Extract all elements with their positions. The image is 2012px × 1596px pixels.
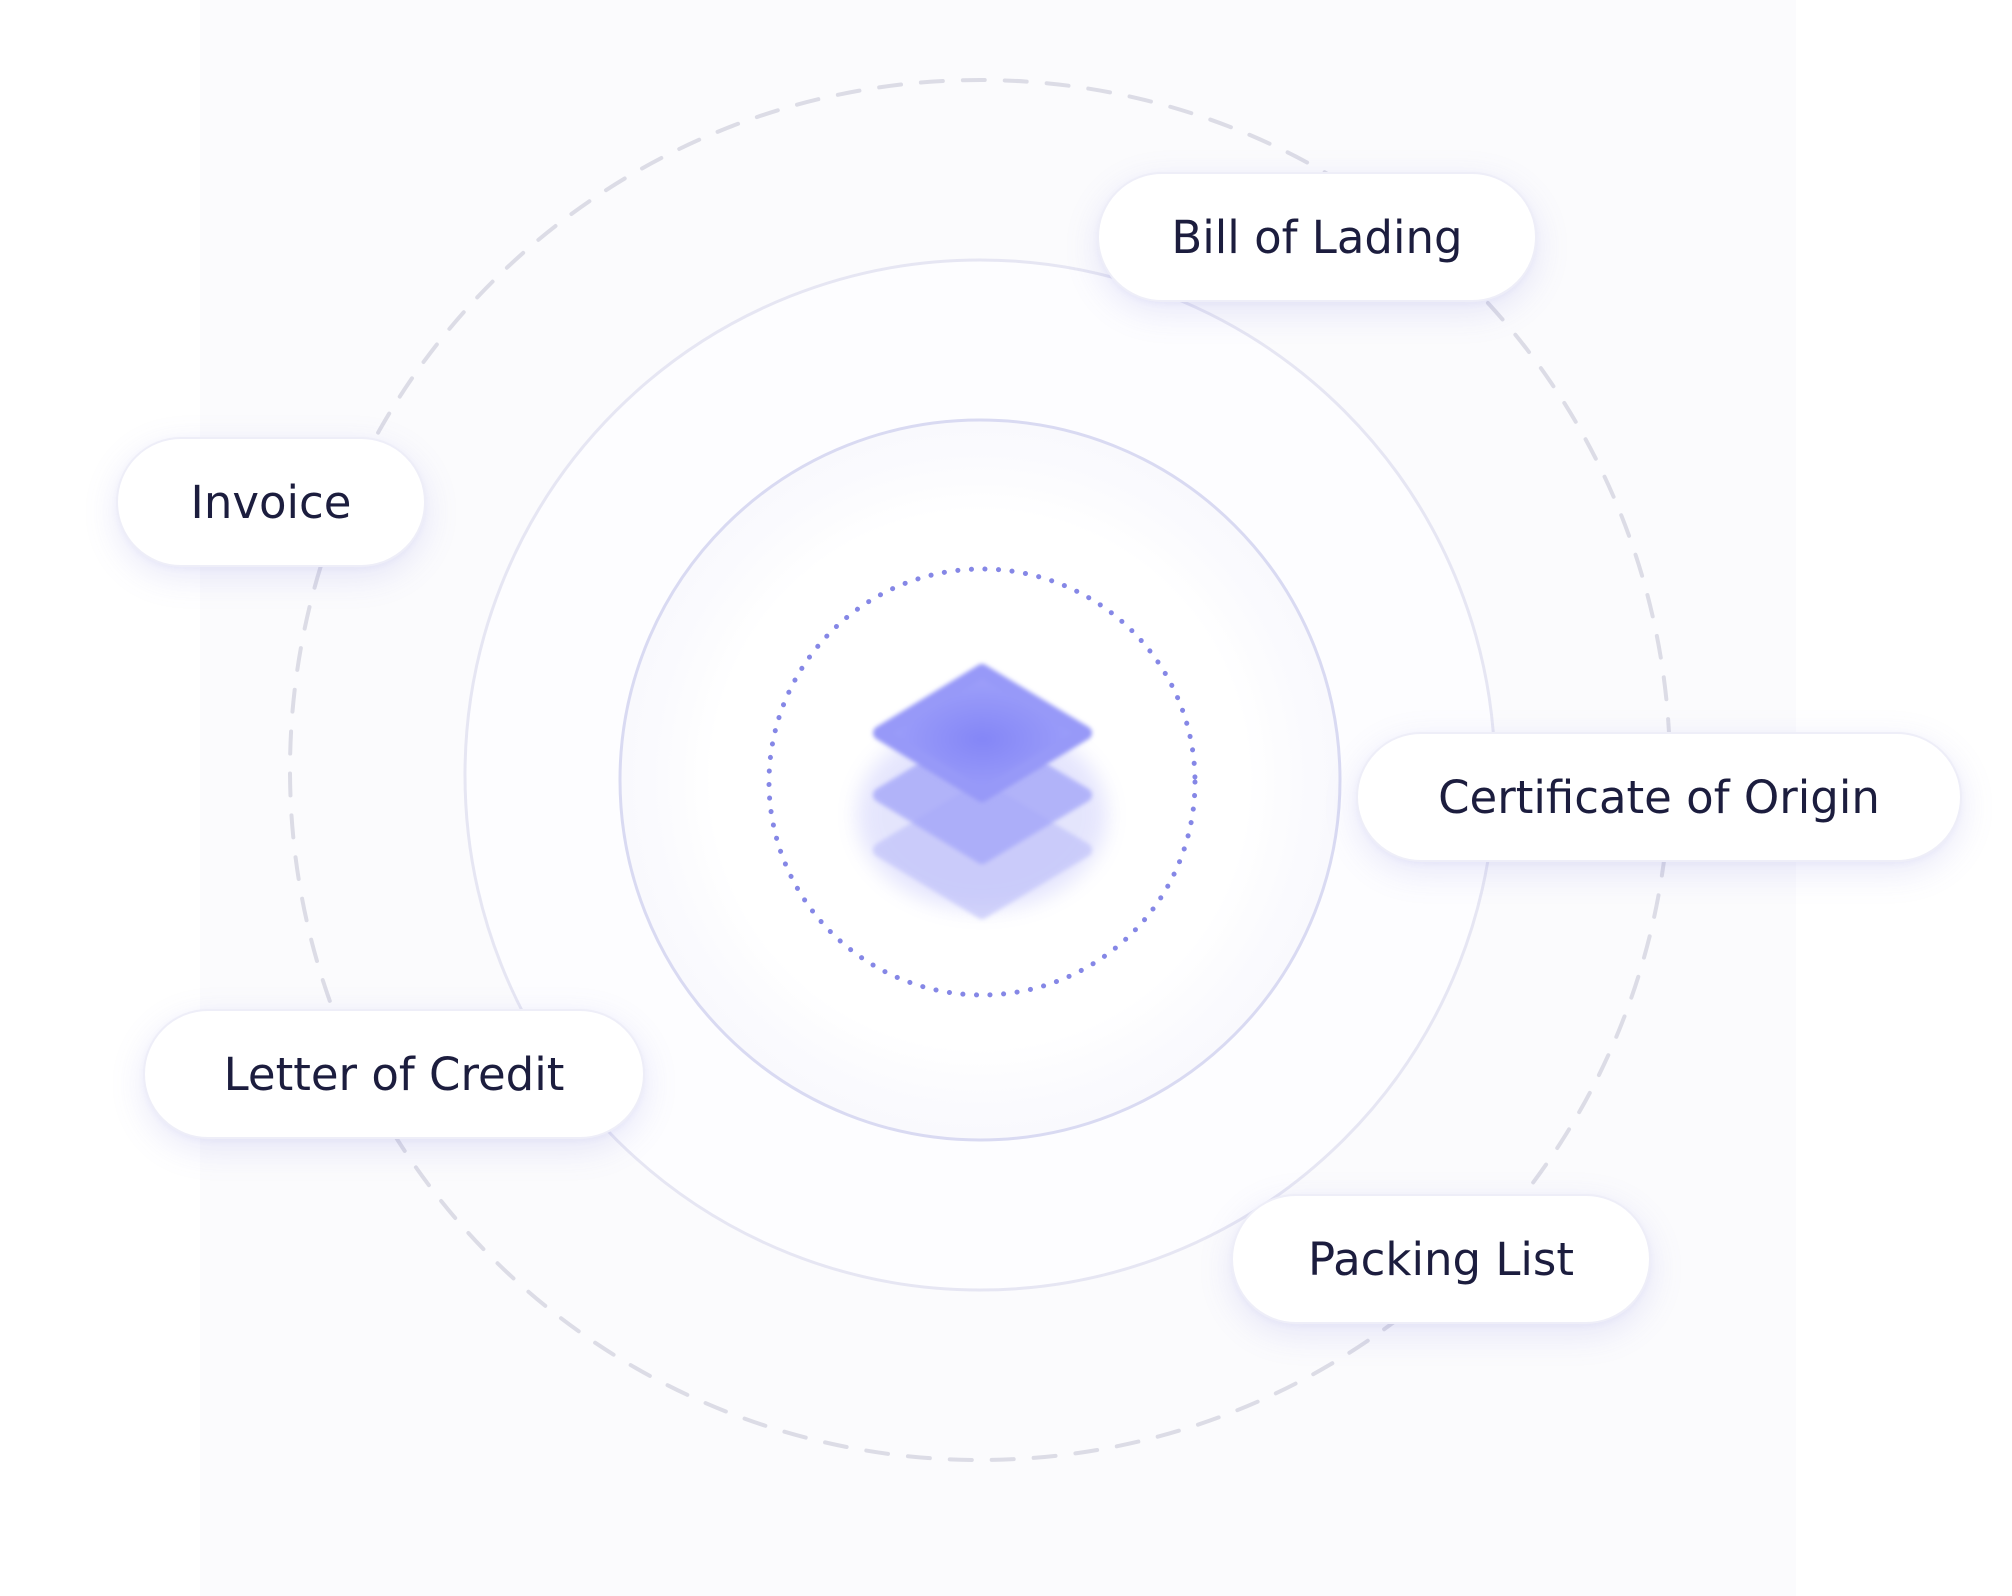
document-pill-bill-of-lading: Bill of Lading (1097, 172, 1537, 302)
document-pill-invoice: Invoice (116, 437, 426, 567)
layer-top (873, 664, 1092, 802)
document-pill-certificate-of-origin: Certificate of Origin (1356, 732, 1962, 862)
document-pill-packing-list: Packing List (1231, 1194, 1651, 1324)
document-pill-letter-of-credit: Letter of Credit (143, 1009, 645, 1139)
